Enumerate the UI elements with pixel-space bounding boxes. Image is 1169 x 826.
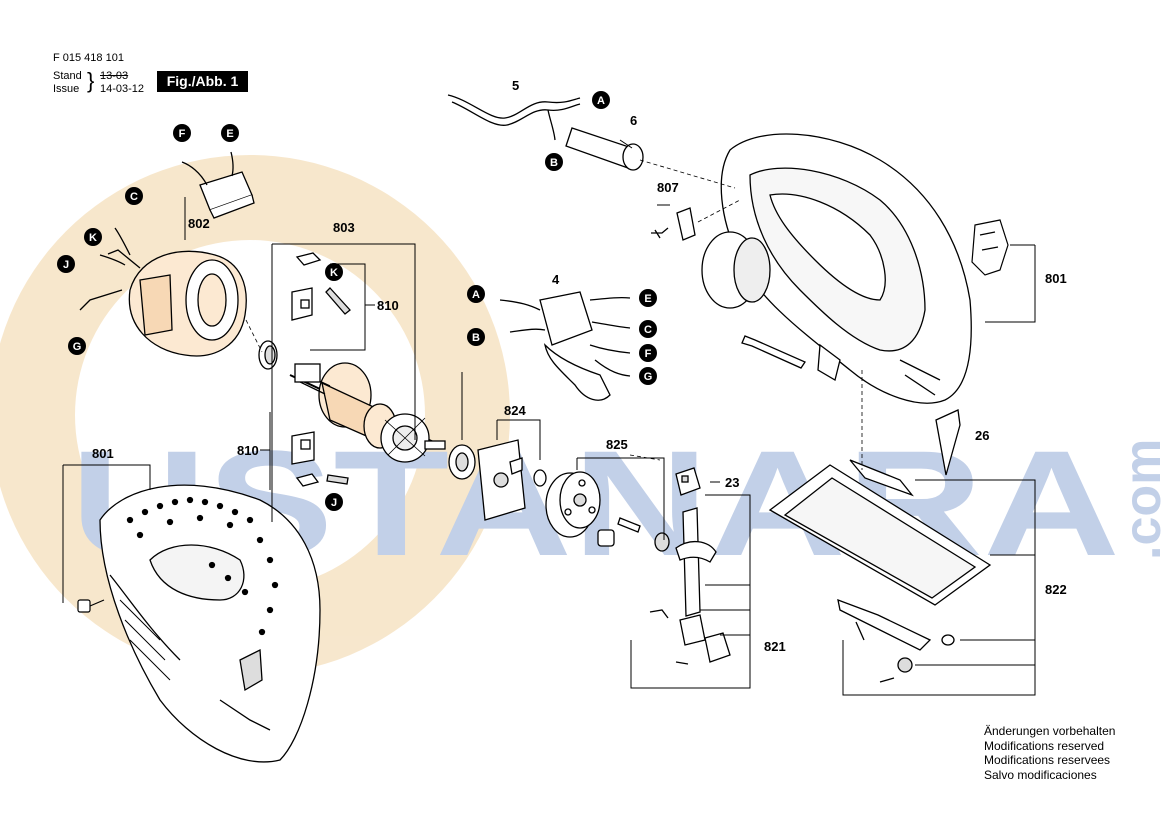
marker-a-top: A	[592, 91, 610, 109]
part-label-26: 26	[975, 428, 989, 443]
note-line-fr: Modifications reservees	[984, 753, 1111, 767]
part-label-5: 5	[512, 78, 519, 93]
leader-lines	[62, 139, 1036, 696]
part-label-810-upper: 810	[377, 298, 399, 313]
stand-label: Stand	[53, 70, 82, 82]
svg-text:A: A	[472, 289, 480, 301]
clamp-807	[651, 207, 696, 241]
capacitor-802	[181, 151, 255, 219]
part-label-801-left: 801	[92, 446, 114, 461]
part-label-802: 802	[188, 216, 210, 231]
figure-label: Fig./Abb. 1	[157, 71, 248, 92]
marker-g-switch: G	[639, 367, 657, 385]
svg-text:E: E	[226, 128, 233, 140]
part-label-824: 824	[504, 403, 526, 418]
handle-grip-6	[565, 127, 644, 171]
marker-k-brush: K	[325, 263, 343, 281]
svg-text:K: K	[330, 267, 338, 279]
svg-text:C: C	[130, 191, 138, 203]
watermark-suffix: .com	[1114, 439, 1169, 560]
marker-e-cap: E	[221, 124, 239, 142]
brace: }	[87, 68, 95, 93]
clip-801-right	[971, 219, 1009, 276]
svg-text:G: G	[73, 341, 82, 353]
footplate-822	[768, 459, 992, 683]
marker-f-cap: F	[173, 124, 191, 142]
svg-text:A: A	[597, 95, 605, 107]
part-label-810-lower: 810	[237, 443, 259, 458]
part-labels: 5 6 807 4 802 803 810 810 801 801 824 82…	[92, 78, 1067, 654]
part-number: F 015 418 101	[53, 52, 124, 64]
marker-g-stator: G	[68, 337, 86, 355]
part-label-807: 807	[657, 180, 679, 195]
date-old: 13-03	[100, 70, 129, 82]
marker-e-switch: E	[639, 289, 657, 307]
field-stator	[79, 227, 247, 357]
marker-c-stator: C	[125, 187, 143, 205]
issue-label: Issue	[53, 83, 80, 95]
marker-j-brush: J	[325, 493, 343, 511]
connection-markers: A B F E C K J G K J A B E C F G	[57, 91, 657, 511]
housing-shell-801-right	[701, 133, 972, 404]
part-label-6: 6	[630, 113, 637, 128]
clamp-26	[935, 409, 961, 476]
marker-f-switch: F	[639, 344, 657, 362]
screw-801-left	[77, 599, 105, 613]
part-label-822: 822	[1045, 582, 1067, 597]
gear-825	[545, 471, 670, 552]
modifications-note: Änderungen vorbehalten Modifications res…	[984, 724, 1115, 782]
marker-c-switch: C	[639, 320, 657, 338]
brush-holder-upper	[291, 252, 351, 321]
svg-text:F: F	[645, 348, 652, 360]
part-label-4: 4	[552, 272, 560, 287]
guide-block-23	[675, 467, 701, 496]
marker-b-switch: B	[467, 328, 485, 346]
date-new: 14-03-12	[100, 83, 145, 95]
switch-4	[499, 291, 631, 401]
svg-text:E: E	[644, 293, 651, 305]
plunger-821	[649, 507, 731, 665]
note-line-en: Modifications reserved	[984, 738, 1105, 753]
marker-j-stator: J	[57, 255, 75, 273]
bearing-left	[258, 340, 278, 370]
part-label-803: 803	[333, 220, 355, 235]
svg-text:B: B	[550, 157, 558, 169]
svg-text:J: J	[63, 259, 69, 271]
part-label-825: 825	[606, 437, 628, 452]
note-line-de: Änderungen vorbehalten	[984, 724, 1116, 738]
svg-text:F: F	[179, 128, 186, 140]
cable-5	[447, 94, 581, 141]
note-line-es: Salvo modificaciones	[984, 767, 1097, 782]
bearing-plate-824	[477, 439, 547, 521]
svg-text:B: B	[472, 332, 480, 344]
brush-holder-lower	[291, 431, 349, 487]
marker-b-top: B	[545, 153, 563, 171]
bearing-right	[448, 444, 476, 480]
hex-key	[741, 335, 806, 369]
part-label-821: 821	[764, 639, 786, 654]
svg-text:K: K	[89, 232, 97, 244]
part-label-23: 23	[725, 475, 739, 490]
marker-k-stator: K	[84, 228, 102, 246]
svg-text:J: J	[331, 497, 337, 509]
part-label-801-right: 801	[1045, 271, 1067, 286]
svg-text:C: C	[644, 324, 652, 336]
svg-text:G: G	[644, 371, 653, 383]
armature-803	[289, 362, 446, 463]
housing-shell-801-left	[99, 484, 321, 763]
marker-a-switch: A	[467, 285, 485, 303]
